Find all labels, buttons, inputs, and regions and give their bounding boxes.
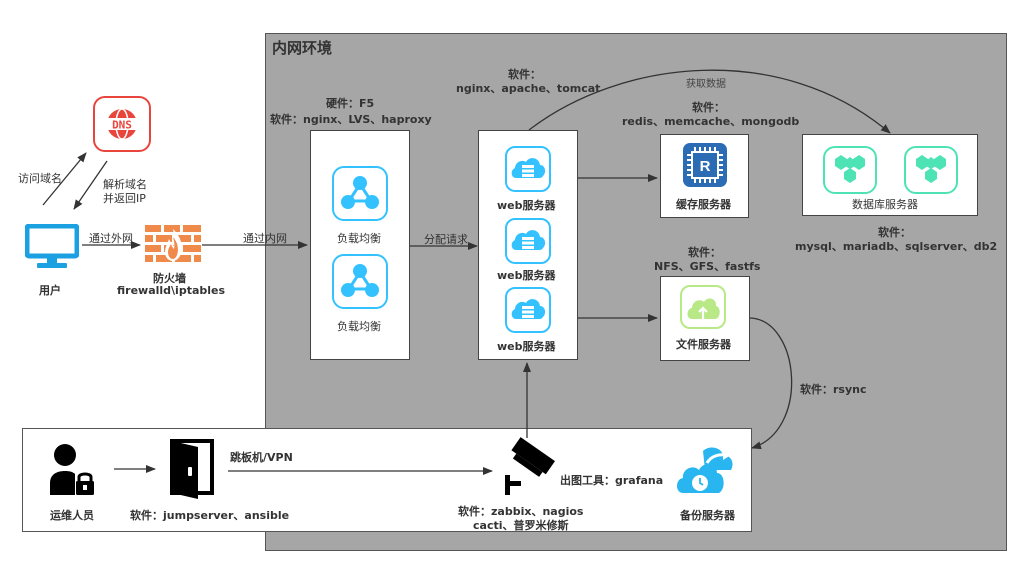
firewall-icon[interactable] xyxy=(145,225,201,263)
edge-web-db-label: 获取数据 xyxy=(686,79,726,90)
ops-zone xyxy=(22,428,752,532)
web-server-node[interactable] xyxy=(505,146,551,192)
cache-caption-1: 软件： xyxy=(692,101,725,114)
svg-text:DNS: DNS xyxy=(112,119,132,132)
edge-visit-dns xyxy=(42,152,87,206)
lb-caption-1: 硬件：F5 xyxy=(326,97,375,110)
cloud-server-icon xyxy=(511,299,546,319)
database-node[interactable] xyxy=(823,146,877,194)
dns-icon: DNS xyxy=(101,108,143,140)
cloud-upload-icon xyxy=(687,298,720,319)
network-nodes-icon xyxy=(341,264,379,297)
door-icon[interactable] xyxy=(170,439,216,501)
database-cluster-icon xyxy=(835,155,865,183)
edge-user-firewall-label: 通过外网 xyxy=(89,232,133,245)
monitor-icon[interactable] xyxy=(25,224,79,270)
cache-label: 缓存服务器 xyxy=(676,198,731,211)
load-balancer-node[interactable] xyxy=(332,166,388,221)
database-caption-1: 软件： xyxy=(878,226,911,239)
cloud-server-icon xyxy=(511,230,546,250)
web-caption-1: 软件： xyxy=(508,68,541,81)
resolve-label-2: 并返回IP xyxy=(103,192,146,205)
network-nodes-icon xyxy=(341,176,379,209)
ops-person-label: 运维人员 xyxy=(50,509,94,522)
redis-chip-icon: R xyxy=(683,143,727,187)
file-server-node xyxy=(680,285,726,329)
cloud-server-icon xyxy=(511,158,546,178)
backup-server-label: 备份服务器 xyxy=(680,509,735,522)
svg-text:R: R xyxy=(700,158,711,175)
web-node-label: web服务器 xyxy=(497,340,556,353)
cache-caption-2: redis、memcache、mongodb xyxy=(622,115,800,128)
visit-domain-label: 访问域名 xyxy=(18,172,62,185)
firewall-label-1: 防火墙 xyxy=(153,272,186,285)
database-node[interactable] xyxy=(904,146,958,194)
resolve-label-1: 解析域名 xyxy=(103,178,147,191)
jump-server-label: 软件：jumpserver、ansible xyxy=(130,509,290,522)
monitor-label-1: 软件：zabbix、nagios xyxy=(458,505,584,518)
backup-cloud-icon[interactable] xyxy=(675,443,741,497)
intranet-title: 内网环境 xyxy=(272,39,333,57)
file-caption-2: NFS、GFS、fastfs xyxy=(654,260,761,273)
file-caption-1: 软件： xyxy=(688,246,721,259)
user-label: 用户 xyxy=(39,284,61,297)
edge-rsync xyxy=(749,317,793,450)
grafana-label: 出图工具：grafana xyxy=(560,474,664,487)
edge-lb-web-label: 分配请求 xyxy=(424,233,468,246)
monitor-label-2: cacti、普罗米修斯 xyxy=(473,519,569,532)
edge-web-db xyxy=(528,69,891,134)
dns-server[interactable]: DNS xyxy=(93,96,151,152)
edge-firewall-lb-label: 通过内网 xyxy=(243,232,287,245)
web-node-label: web服务器 xyxy=(497,269,556,282)
database-caption-2: mysql、mariadb、sqlserver、db2 xyxy=(795,240,998,253)
web-server-node[interactable] xyxy=(505,218,551,264)
firewall-label-2: firewalld\iptables xyxy=(117,284,226,297)
web-server-node[interactable] xyxy=(505,287,551,333)
edge-dns-resolve xyxy=(73,160,108,210)
surveillance-camera-icon[interactable] xyxy=(500,437,560,497)
lb-node-label: 负载均衡 xyxy=(337,232,381,245)
lb-caption-2: 软件：nginx、LVS、haproxy xyxy=(270,113,432,126)
web-caption-2: nginx、apache、tomcat xyxy=(456,82,601,95)
database-cluster-icon xyxy=(916,155,946,183)
edge-rsync-label: 软件：rsync xyxy=(800,383,867,396)
admin-user-lock-icon xyxy=(50,444,94,495)
lb-node-label: 负载均衡 xyxy=(337,320,381,333)
web-node-label: web服务器 xyxy=(497,199,556,212)
database-label: 数据库服务器 xyxy=(852,198,918,211)
edge-jump-monitor-label: 跳板机/VPN xyxy=(230,451,293,464)
file-server-label: 文件服务器 xyxy=(676,338,731,351)
load-balancer-node[interactable] xyxy=(332,254,388,309)
